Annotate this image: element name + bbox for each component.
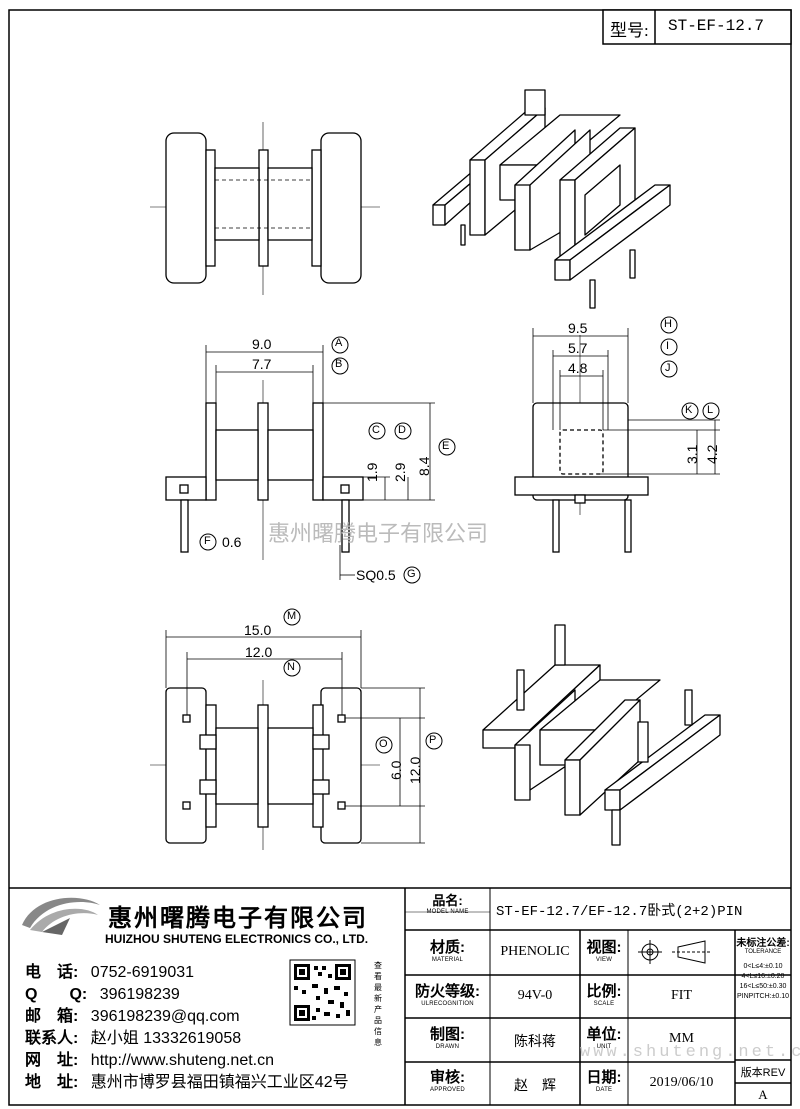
dim-L-value: 4.2 [704,444,720,464]
model-name-label: 品名: MODEL NAME [426,893,469,915]
dim-J-value: 4.8 [568,360,588,376]
scale-value: FIT [671,988,692,1003]
date-value: 2019/06/10 [649,1075,714,1090]
tolerance-block: 未标注公差: TOLERANCE 0<L≤4:±0.10 4<L≤16:±0.2… [735,934,791,1000]
date-label: 日期: DATE [586,1069,622,1093]
dim-G-letter: G [407,568,416,580]
dim-B-value: 7.7 [252,356,272,372]
iso-view-top [432,89,671,309]
dim-N-letter: N [287,661,295,673]
tolerance-row: 16<L≤50:±0.30 [739,983,787,990]
company-name-en: HUIZHOU SHUTENG ELECTRONICS CO., LTD. [105,932,369,946]
rev-value: A [758,1087,768,1102]
tolerance-title: 未标注公差: [736,938,790,949]
front-view [165,380,364,560]
side-view [514,335,649,553]
dim-F-letter: F [204,535,211,547]
dim-H-letter: H [664,318,672,330]
dim-C-letter: C [372,424,380,436]
dim-A-value: 9.0 [252,336,272,352]
dim-D-value: 2.9 [392,462,408,482]
bottom-view [150,680,380,850]
contact-row: 电 话: 0752-6919031 [25,964,195,981]
rev-label: 版本REV [740,1067,786,1079]
material-value: PHENOLIC [500,944,570,959]
contact-row: Q Q: 396198239 [25,986,180,1003]
front-view-dims [205,345,435,580]
drawn-label: 制图: DRAWN [430,1026,465,1050]
dim-B-letter: B [335,358,343,370]
view-label: 视图: VIEW [586,939,622,963]
dim-I-letter: I [666,340,670,352]
flame-label: 防火等级: ULRECOGNITION [415,983,480,1007]
contact-row: 联系人: 赵小姐 13332619058 [25,1030,242,1047]
dim-C-value: 1.9 [364,462,380,482]
qr-caption: 查看最新产品信息 [374,961,382,1047]
contact-row: 邮 箱: 396198239@qq.com [25,1008,240,1025]
dim-E-value: 8.4 [416,456,432,476]
unit-label: 单位: UNIT [586,1026,622,1050]
unit-value: MM [669,1031,694,1046]
tolerance-title-en: TOLERANCE [744,949,782,955]
company-logo [22,897,100,935]
iso-view-bottom [482,624,721,846]
scale-label: 比例: SCALE [586,983,622,1007]
model-value: ST-EF-12.7 [668,17,765,35]
tolerance-row: 4<L≤16:±0.20 [741,973,785,980]
contact-row: 地 址: 惠州市博罗县福田镇福兴工业区42号 [25,1074,349,1091]
dim-L-letter: L [707,404,714,416]
watermark: 惠州曙腾电子有限公司 [268,521,489,546]
watermark-url: www.shuteng.net.cn [580,1043,800,1062]
approved-label: 审核: APPROVED [430,1069,465,1093]
model-header-box [602,9,792,45]
tolerance-row: 0<L≤4:±0.10 [743,963,783,970]
approved-value: 赵 辉 [514,1077,556,1093]
material-label: 材质: MATERIAL [430,939,465,963]
bottom-view-dims [165,630,425,844]
dim-E-letter: E [442,440,450,452]
dim-G-value: SQ0.5 [356,567,396,583]
dim-K-value: 3.1 [684,444,700,464]
flame-value: 94V-0 [517,988,553,1003]
tolerance-row: PINPITCH:±0.10 [736,993,790,1000]
dim-O-value: 6.0 [388,760,404,780]
title-block-lines [9,887,791,1105]
dim-O-letter: O [379,738,388,750]
dim-M-value: 15.0 [244,622,272,638]
contact-row: 网 址: http://www.shuteng.net.cn [25,1052,275,1069]
dim-P-value: 12.0 [407,756,423,784]
dim-I-value: 5.7 [568,340,588,356]
dim-K-letter: K [685,404,693,416]
drawing-frame [8,9,792,1106]
projection-symbol [638,940,712,964]
dim-circles [199,316,720,754]
company-name-cn: 惠州曙腾电子有限公司 [108,905,368,932]
dim-H-value: 9.5 [568,320,588,336]
dim-A-letter: A [335,337,343,349]
dim-N-value: 12.0 [245,644,273,660]
dim-J-letter: J [665,362,671,374]
model-name-value: ST-EF-12.7/EF-12.7卧式(2+2)PIN [496,904,743,920]
side-view-dims [532,328,720,475]
dim-F-value: 0.6 [222,534,242,550]
qr-code [289,959,356,1026]
dim-P-letter: P [429,734,437,746]
top-view [150,122,380,295]
drawn-value: 陈科蒋 [514,1033,556,1049]
dim-M-letter: M [287,610,297,622]
dim-D-letter: D [398,424,406,436]
model-label: 型号: [610,21,649,40]
